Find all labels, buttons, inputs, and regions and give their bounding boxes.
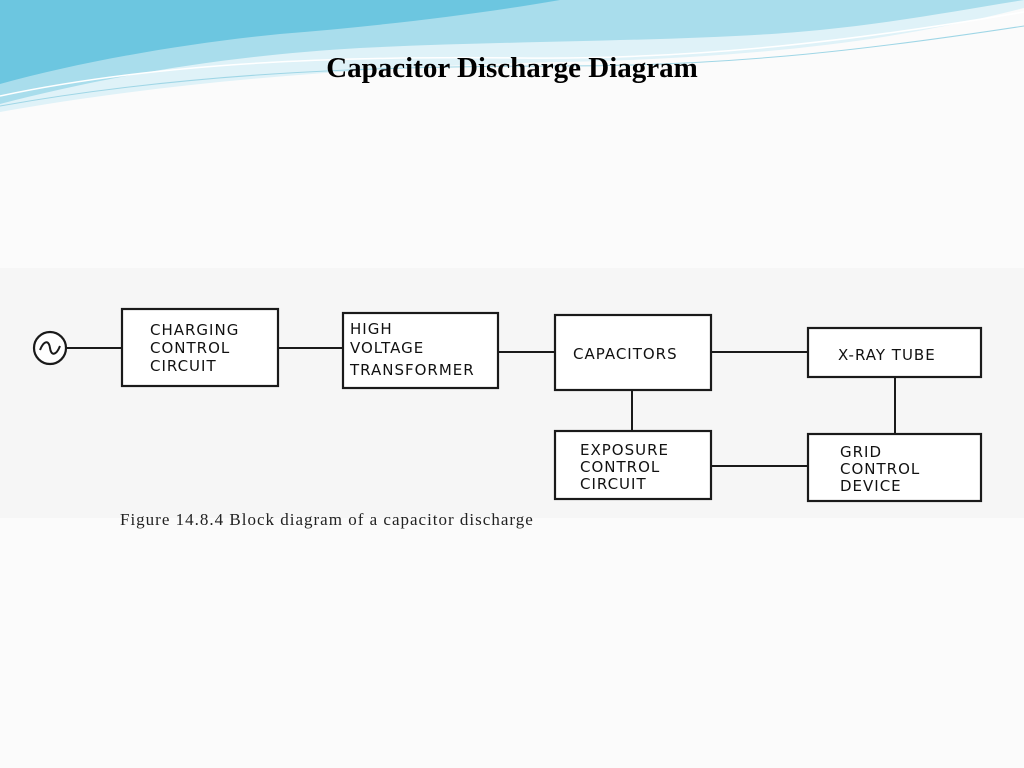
charging-label-line-1: CHARGING [150, 321, 239, 339]
slide-title: Capacitor Discharge Diagram [326, 52, 698, 84]
grid-control-device-block [806, 432, 983, 503]
figure-caption: Figure 14.8.4 Block diagram of a capacit… [120, 510, 534, 529]
hvt-label-line-3: TRANSFORMER [349, 361, 475, 379]
grid-label-line-1: GRID [840, 443, 882, 461]
ac-source-icon [32, 330, 68, 366]
hvt-label-line-1: HIGH [350, 320, 393, 338]
header-wave-decoration [0, 0, 1024, 112]
exposure-control-circuit-block [553, 429, 713, 501]
xray-label: X-RAY TUBE [838, 346, 936, 364]
exposure-label-line-1: EXPOSURE [580, 441, 669, 459]
exposure-label-line-3: CIRCUIT [580, 475, 647, 493]
grid-label-line-3: DEVICE [840, 477, 902, 495]
capacitors-label: CAPACITORS [573, 345, 678, 363]
x-ray-tube-block [806, 326, 983, 379]
hvt-label-line-2: VOLTAGE [350, 339, 424, 357]
grid-label-line-2: CONTROL [840, 460, 920, 478]
charging-label-line-3: CIRCUIT [150, 357, 217, 375]
high-voltage-transformer-block [341, 311, 500, 390]
exposure-label-line-2: CONTROL [580, 458, 660, 476]
charging-control-circuit-block [120, 307, 280, 388]
charging-label-line-2: CONTROL [150, 339, 230, 357]
capacitors-block [553, 313, 713, 392]
